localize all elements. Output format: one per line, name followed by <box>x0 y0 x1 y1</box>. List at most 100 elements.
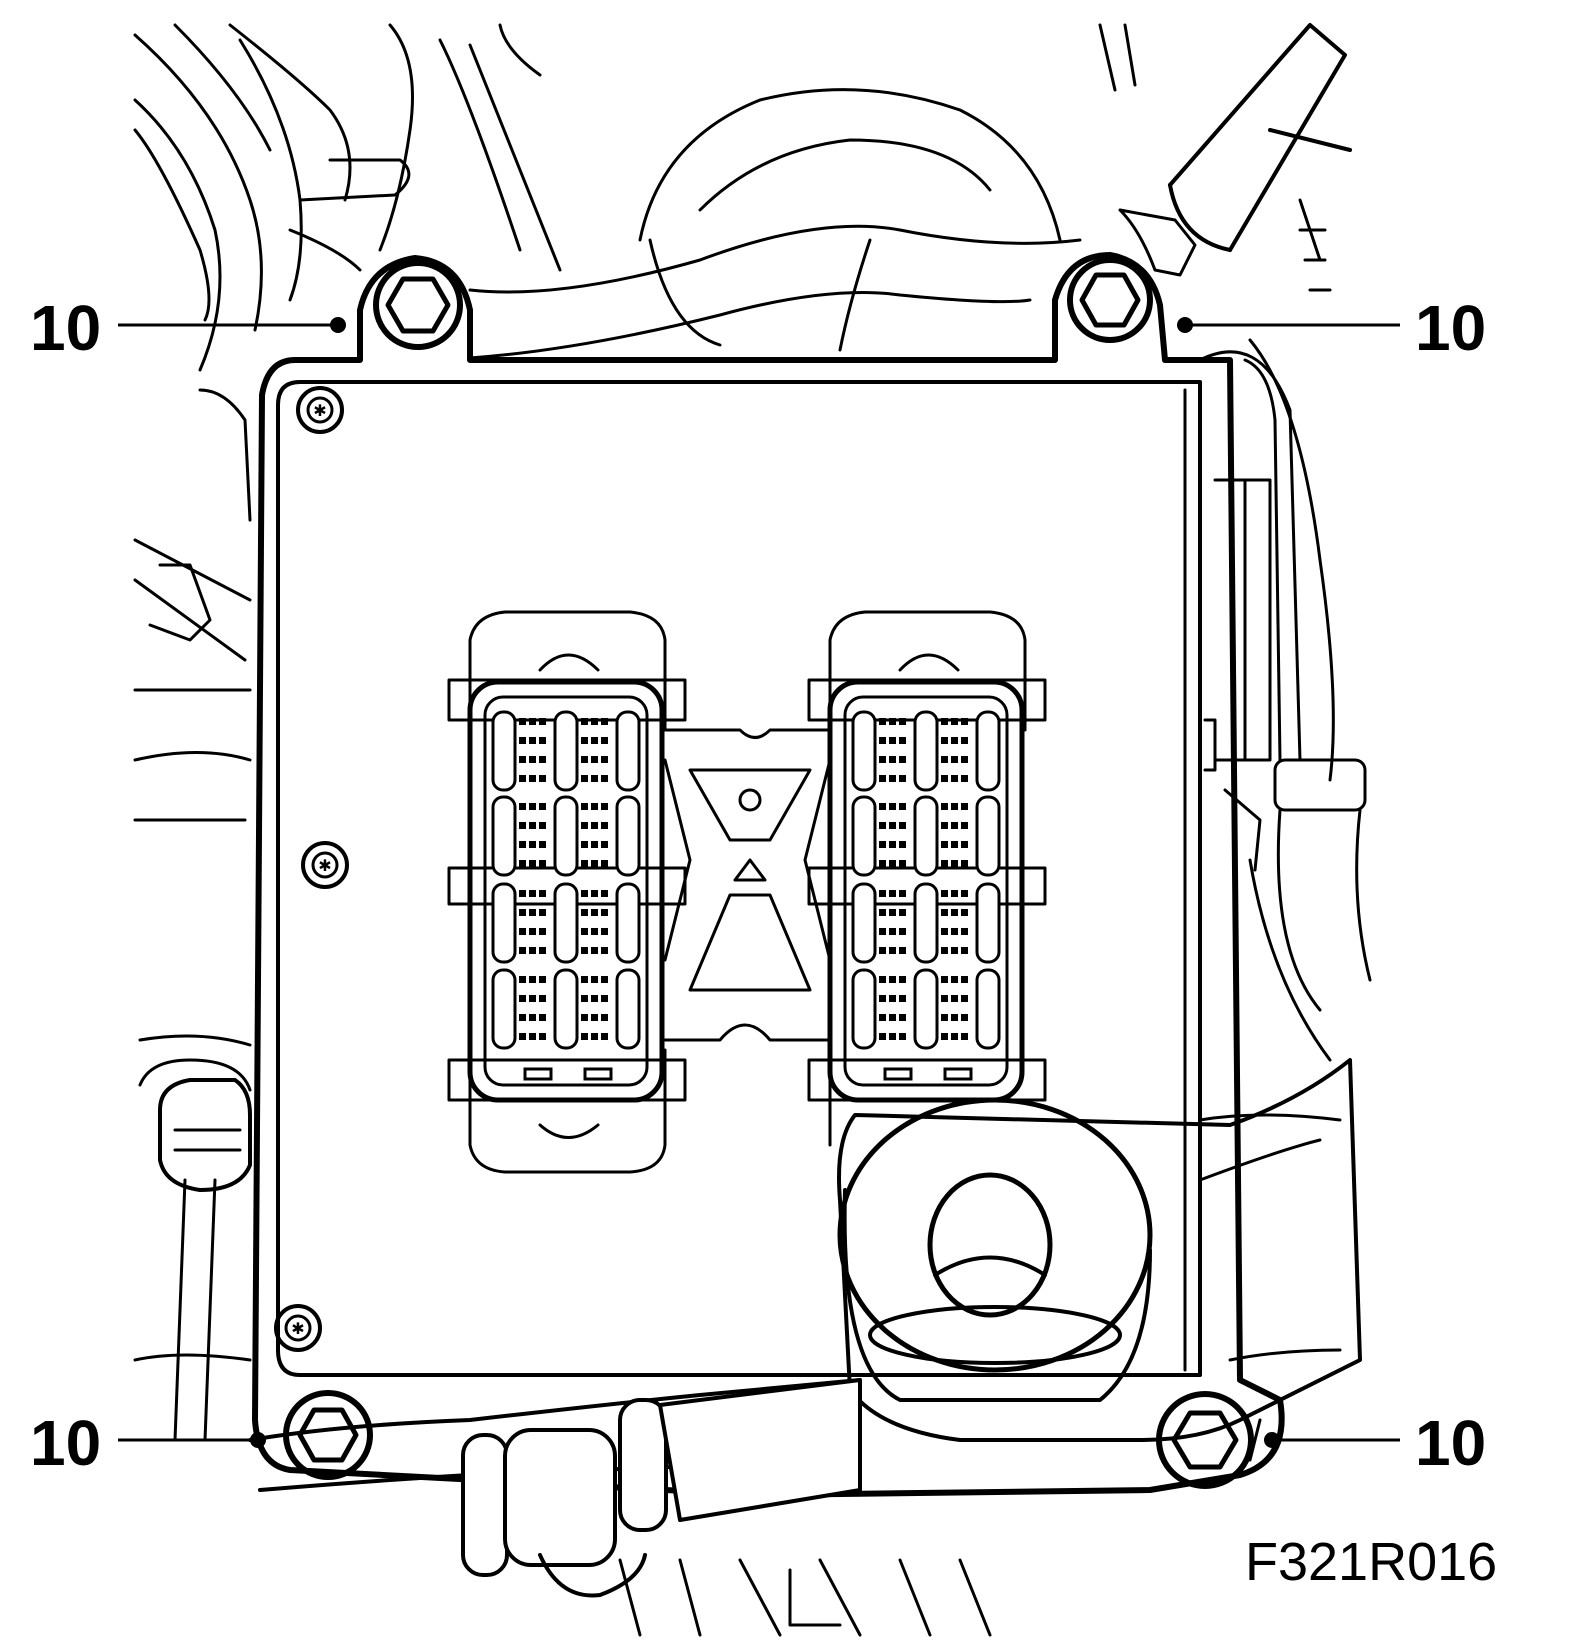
connector-pin <box>899 775 906 782</box>
connector-pin <box>539 718 546 725</box>
connector-pin <box>879 841 886 848</box>
connector-slot <box>975 795 1001 877</box>
connector-pin <box>941 1033 948 1040</box>
connector-pin <box>889 976 896 983</box>
hex-bolt-bottom-left <box>283 1390 373 1480</box>
connector-pin <box>601 1033 608 1040</box>
connector-pin <box>581 841 588 848</box>
connector-pin <box>879 976 886 983</box>
connector-pin <box>879 803 886 810</box>
connector-pin <box>951 803 958 810</box>
connector-slot <box>913 795 939 877</box>
lower-hose <box>248 1378 862 1598</box>
connector-slot <box>975 968 1001 1050</box>
connector-pin <box>601 890 608 897</box>
connector-pin <box>519 928 526 935</box>
connector-slot <box>913 968 939 1050</box>
connector-pin <box>961 841 968 848</box>
connector-pin <box>879 1033 886 1040</box>
connector-slot <box>851 882 877 964</box>
ecu-connector-right <box>807 610 1047 1147</box>
hex-bolt-left-bracket <box>158 1078 252 1192</box>
figure-id: F321R016 <box>1245 1532 1497 1592</box>
connector-pin <box>941 718 948 725</box>
connector-pin <box>591 860 598 867</box>
ecu-housing: ✱ ✱ ✱ <box>252 252 1285 1498</box>
connector-pin <box>539 890 546 897</box>
connector-pin <box>961 909 968 916</box>
connector-pin <box>529 737 536 744</box>
connector-pin <box>889 947 896 954</box>
connector-pin <box>961 756 968 763</box>
connector-pin <box>519 909 526 916</box>
connector-pin <box>529 860 536 867</box>
connector-pin <box>941 909 948 916</box>
callout-label-bottom-right: 10 <box>1415 1407 1486 1479</box>
connector-pin <box>951 718 958 725</box>
connector-pin <box>591 718 598 725</box>
connector-pin <box>529 1014 536 1021</box>
callout-label-top-right: 10 <box>1415 292 1486 364</box>
connector-slot <box>491 882 517 964</box>
connector-latch <box>883 1067 913 1081</box>
connector-pin <box>581 909 588 916</box>
connector-pin <box>519 775 526 782</box>
connector-pin <box>899 1033 906 1040</box>
connector-pin <box>899 995 906 1002</box>
connector-pin <box>601 995 608 1002</box>
connector-pin <box>539 928 546 935</box>
connector-pin <box>591 737 598 744</box>
connector-pin <box>581 822 588 829</box>
connector-pin <box>961 803 968 810</box>
connector-pin <box>539 756 546 763</box>
connector-pin <box>601 841 608 848</box>
connector-pin <box>539 775 546 782</box>
connector-pin <box>591 822 598 829</box>
connector-pin <box>529 947 536 954</box>
connector-pin <box>961 1014 968 1021</box>
svg-text:✱: ✱ <box>313 401 326 420</box>
connector-pin <box>889 775 896 782</box>
connector-pin <box>539 841 546 848</box>
connector-pin <box>581 995 588 1002</box>
connector-pin <box>601 756 608 763</box>
connector-pin <box>879 1014 886 1021</box>
connector-pin <box>889 890 896 897</box>
connector-pin <box>889 909 896 916</box>
ground-strap-lug <box>837 1058 1362 1442</box>
hex-bolt-bottom-right <box>1156 1391 1254 1489</box>
connector-pin <box>961 976 968 983</box>
connector-pin <box>601 1014 608 1021</box>
connector-pin <box>519 1014 526 1021</box>
connector-pin <box>879 890 886 897</box>
connector-slot <box>851 968 877 1050</box>
connector-pin <box>529 909 536 916</box>
connector-pin <box>941 1014 948 1021</box>
connector-pin <box>601 737 608 744</box>
connector-pin <box>519 1033 526 1040</box>
connector-pin <box>581 1014 588 1021</box>
connector-pin <box>899 841 906 848</box>
connector-pin <box>601 860 608 867</box>
ecu-connector-left <box>447 610 687 1174</box>
connector-pin <box>899 909 906 916</box>
connector-pin <box>941 756 948 763</box>
connector-pin <box>941 841 948 848</box>
connector-pin <box>889 860 896 867</box>
connector-slot <box>553 710 579 792</box>
connector-pin <box>601 803 608 810</box>
connector-pin <box>529 803 536 810</box>
torx-screw-bottom-left: ✱ <box>274 1304 322 1352</box>
connector-pin <box>529 890 536 897</box>
connector-pin <box>591 1033 598 1040</box>
connector-pin <box>961 947 968 954</box>
connector-pin <box>889 756 896 763</box>
connector-pin <box>961 822 968 829</box>
connector-pin <box>591 1014 598 1021</box>
connector-pin <box>951 890 958 897</box>
connector-slot <box>851 795 877 877</box>
connector-pin <box>951 976 958 983</box>
svg-text:✱: ✱ <box>318 856 331 875</box>
connector-slot <box>615 710 641 792</box>
connector-pin <box>581 947 588 954</box>
